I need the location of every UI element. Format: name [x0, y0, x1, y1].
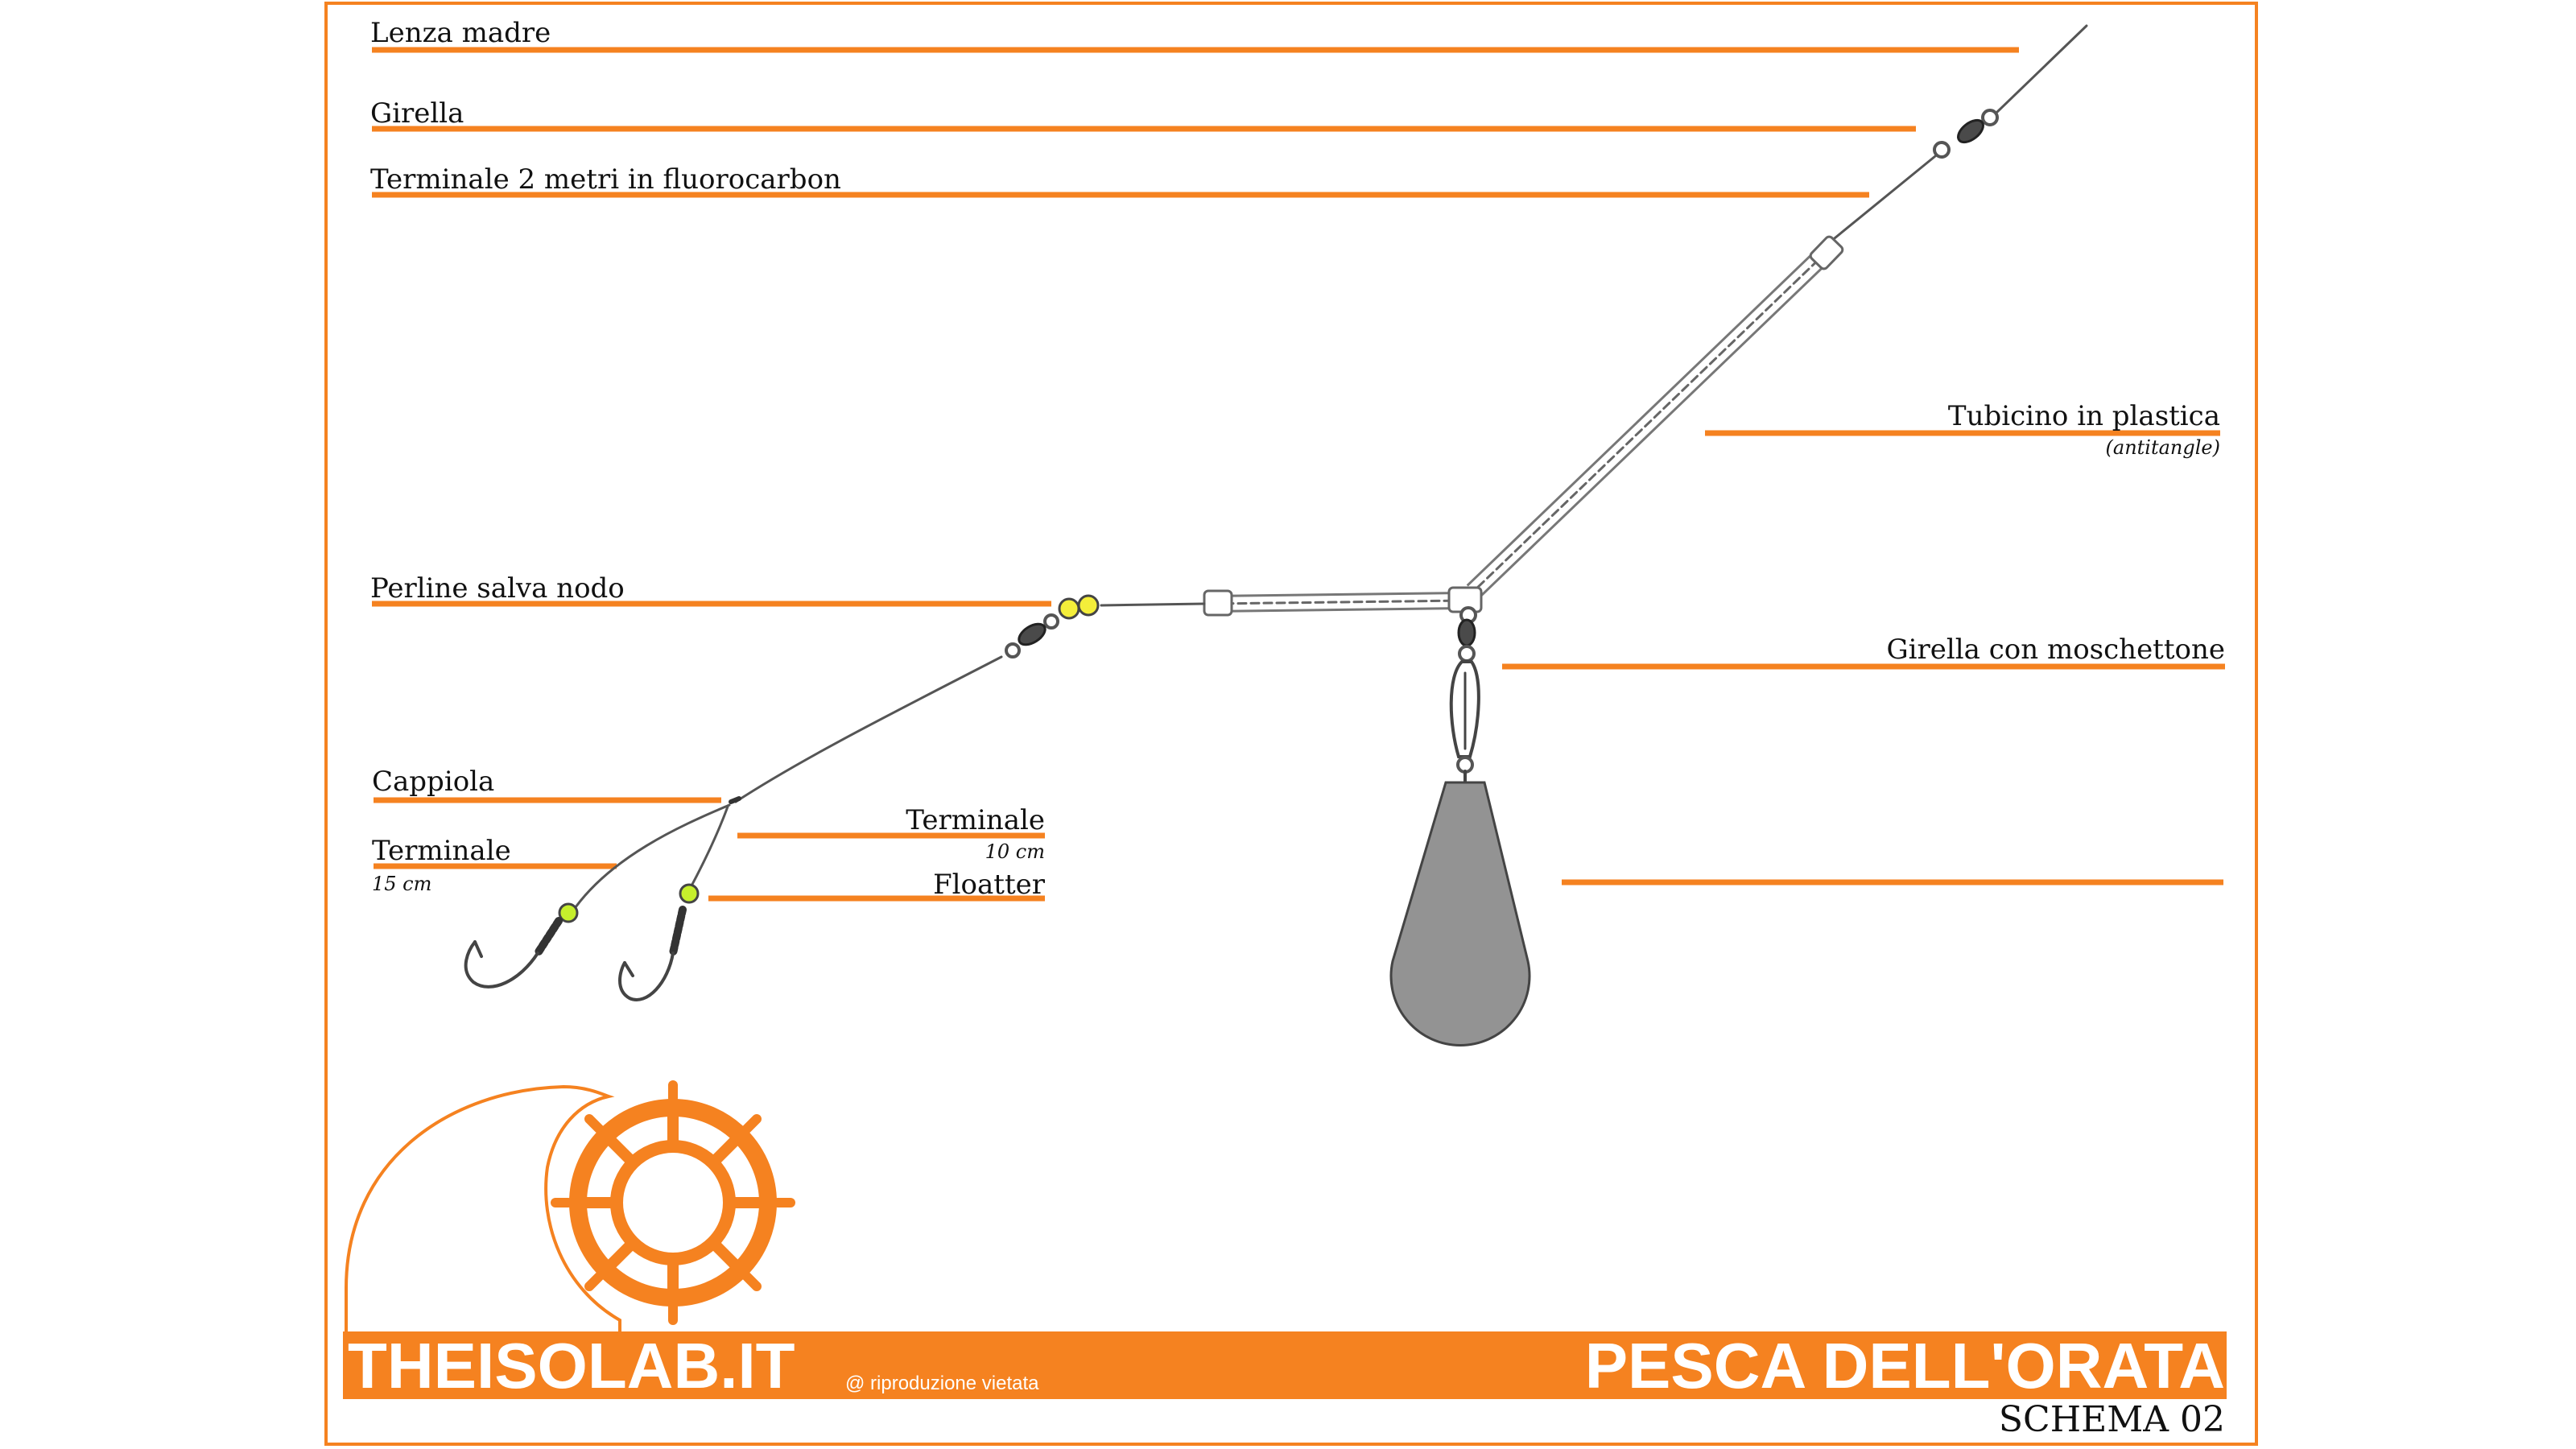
label-cappiola: Cappiola	[372, 766, 494, 798]
footer-title: PESCA DELL'ORATA	[1585, 1330, 2225, 1402]
label-terminale-15-note: 15 cm	[372, 873, 431, 895]
label-girella-moschettone: Girella con moschettone	[1887, 634, 2225, 666]
swivel-icon	[1933, 109, 1999, 159]
label-tubicino-note: (antitangle)	[2106, 436, 2220, 459]
label-terminale-2m: Terminale 2 metri in fluorocarbon	[370, 163, 841, 196]
label-floatter: Floatter	[933, 869, 1046, 901]
fluorocarbon-leader	[1829, 155, 1937, 243]
label-terminale-15: Terminale	[372, 835, 511, 867]
label-terminale-10: Terminale	[906, 804, 1045, 836]
label-perline: Perline salva nodo	[370, 572, 625, 605]
fish-hook-icon	[618, 906, 687, 1001]
leader-10cm	[687, 805, 729, 892]
lower-swivel-icon	[1005, 613, 1059, 658]
label-lenza-madre: Lenza madre	[370, 17, 551, 49]
label-terminale-10-note: 10 cm	[985, 840, 1045, 863]
snap-swivel-icon	[1449, 606, 1480, 774]
leader-15cm	[570, 803, 731, 914]
main-line	[1995, 24, 2088, 114]
bead-pair	[1058, 594, 1100, 620]
footer-brand: THEISOLAB.IT	[348, 1330, 795, 1402]
rig	[464, 24, 2088, 1046]
leader-lines	[372, 47, 2225, 902]
footer-band	[343, 1331, 2227, 1399]
footer-copyright: @ riproduzione vietata	[845, 1373, 1039, 1394]
label-tubicino: Tubicino in plastica	[1948, 400, 2220, 432]
antitangle-tube-diagonal	[1466, 235, 1844, 599]
antitangle-tube-horizontal	[1203, 586, 1483, 617]
brand-logo-icon	[345, 1080, 795, 1336]
label-girella: Girella	[370, 97, 464, 130]
line-to-beads	[1100, 602, 1206, 607]
floatter-bead-2	[679, 883, 700, 904]
sinker-weight-icon	[1389, 770, 1531, 1046]
floatter-bead-1	[558, 902, 579, 923]
footer-schema: SCHEMA 02	[1999, 1399, 2225, 1440]
fish-hook-icon	[464, 917, 563, 989]
page-frame	[324, 2, 2258, 1446]
line-to-loop	[734, 655, 1003, 803]
